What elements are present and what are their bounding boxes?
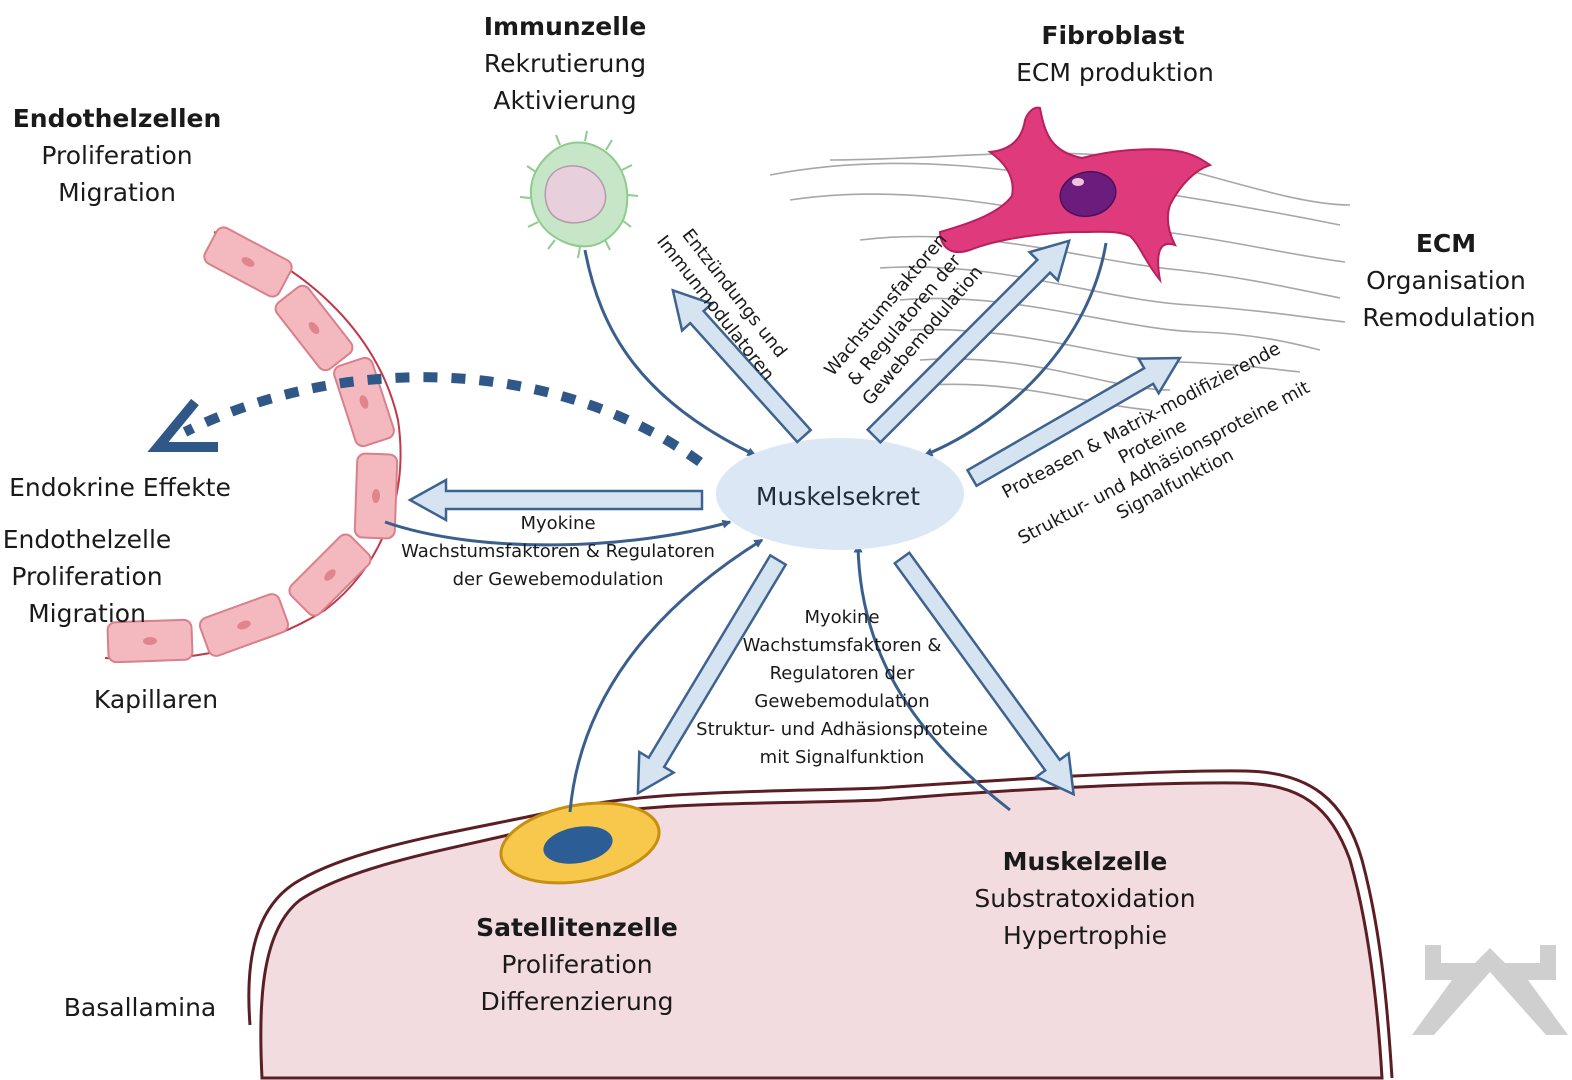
arrow-label-muscle-line-6: mit Signalfunktion	[760, 747, 925, 768]
arrow-label-muscle-line-5: Struktur- und Adhäsionsproteine	[696, 719, 988, 740]
capillary-nuclei	[143, 257, 381, 646]
node-endothel: Endothelzellen Proliferation Migration	[13, 104, 222, 207]
endothelzelle-line-3: Migration	[28, 599, 146, 628]
corner-logo-icon	[1412, 945, 1568, 1035]
node-fibroblast: Fibroblast ECM produktion	[1016, 21, 1214, 87]
left-labels: Endokrine Effekte Endothelzelle Prolifer…	[3, 473, 231, 1022]
endothelzelle-line-1: Endothelzelle	[3, 525, 172, 554]
block-arrow-to-muscle	[892, 550, 1076, 797]
fibroblast-nucleus-highlight	[1072, 178, 1084, 186]
block-arrow-to-fibroblast	[865, 239, 1071, 445]
immune-cell-nucleus	[544, 165, 607, 224]
arrow-label-muscle-line-3: Regulatoren der	[770, 663, 915, 684]
endothel-line-2: Migration	[58, 178, 176, 207]
endocrine-arrow	[147, 372, 703, 467]
endocrine-dotted-line	[182, 372, 703, 467]
block-arrow-to-immune	[671, 288, 813, 444]
immune-title: Immunzelle	[484, 12, 647, 41]
muscle-fiber-body	[259, 781, 1384, 1080]
immune-cell-villi	[519, 130, 639, 259]
capillary-endothelial-cells	[106, 226, 399, 664]
capillary-outline	[104, 231, 402, 661]
block-arrows	[407, 239, 1183, 797]
ecm-line-1: Organisation	[1366, 266, 1526, 295]
fibroblast-title: Fibroblast	[1041, 21, 1184, 50]
fibroblast-cell	[938, 106, 1213, 284]
endocrine-effects-label: Endokrine Effekte	[9, 473, 231, 502]
immune-cell	[519, 130, 639, 259]
muscle-line-1: Substratoxidation	[974, 884, 1195, 913]
block-arrow-to-capillary	[407, 477, 704, 523]
block-arrow-to-satellite	[636, 553, 788, 796]
ecm-title: ECM	[1416, 229, 1476, 258]
arrow-label-capillary-line-3: der Gewebemodulation	[453, 569, 664, 590]
muscle-secretome-node: Muskelsekret	[716, 438, 964, 550]
immune-line-1: Rekrutierung	[484, 49, 646, 78]
arrow-label-muscle-line-4: Gewebemodulation	[754, 691, 929, 712]
muscle-fiber	[247, 769, 1394, 1080]
node-ecm: ECM Organisation Remodulation	[1362, 229, 1535, 332]
node-immune: Immunzelle Rekrutierung Aktivierung	[484, 12, 647, 115]
arrow-label-muscle-line-1: Myokine	[804, 607, 879, 628]
endothel-line-1: Proliferation	[41, 141, 192, 170]
arrow-label-muscle-line-2: Wachstumsfaktoren &	[743, 635, 942, 656]
curve-immune-to-center	[583, 249, 757, 457]
fibroblast-line-1: ECM produktion	[1016, 58, 1214, 87]
arrow-label-capillary-line-2: Wachstumsfaktoren & Regulatoren	[401, 541, 715, 562]
satellite-title: Satellitenzelle	[476, 913, 678, 942]
arrow-label-capillary-line-1: Myokine	[520, 513, 595, 534]
kapillaren-label: Kapillaren	[94, 685, 218, 714]
curved-arrows	[384, 242, 1108, 813]
capillary	[104, 226, 402, 664]
node-satellite: Satellitenzelle Proliferation Differenzi…	[476, 913, 678, 1016]
basallamina-label: Basallamina	[64, 993, 217, 1022]
satellite-line-1: Proliferation	[501, 950, 652, 979]
muscle-title: Muskelzelle	[1003, 847, 1168, 876]
block-arrow-to-ecm	[965, 356, 1183, 488]
ecm-line-2: Remodulation	[1362, 303, 1535, 332]
arrow-label-capillary: Myokine Wachstumsfaktoren & Regulatoren …	[401, 513, 715, 590]
endothelzelle-line-2: Proliferation	[11, 562, 162, 591]
arrow-label-muscle: Myokine Wachstumsfaktoren & Regulatoren …	[696, 607, 988, 768]
muscle-secretome-ellipse	[716, 438, 964, 550]
curve-fibroblast-to-center	[923, 242, 1108, 457]
endothel-title: Endothelzellen	[13, 104, 222, 133]
immune-line-2: Aktivierung	[493, 86, 636, 115]
muscle-secretome-label: Muskelsekret	[756, 482, 920, 511]
satellite-cell-nucleus	[543, 826, 613, 864]
curve-capillary-to-center	[384, 519, 732, 547]
satellite-line-2: Differenzierung	[480, 987, 673, 1016]
curve-satellite-to-center	[568, 538, 764, 813]
satellite-cell	[499, 801, 661, 885]
node-muscle: Muskelzelle Substratoxidation Hypertroph…	[974, 847, 1195, 950]
endocrine-arrowhead	[147, 398, 218, 452]
curve-muscle-to-center	[853, 543, 1011, 812]
basal-lamina-outline	[247, 769, 1394, 1079]
muscle-line-2: Hypertrophie	[1003, 921, 1167, 950]
